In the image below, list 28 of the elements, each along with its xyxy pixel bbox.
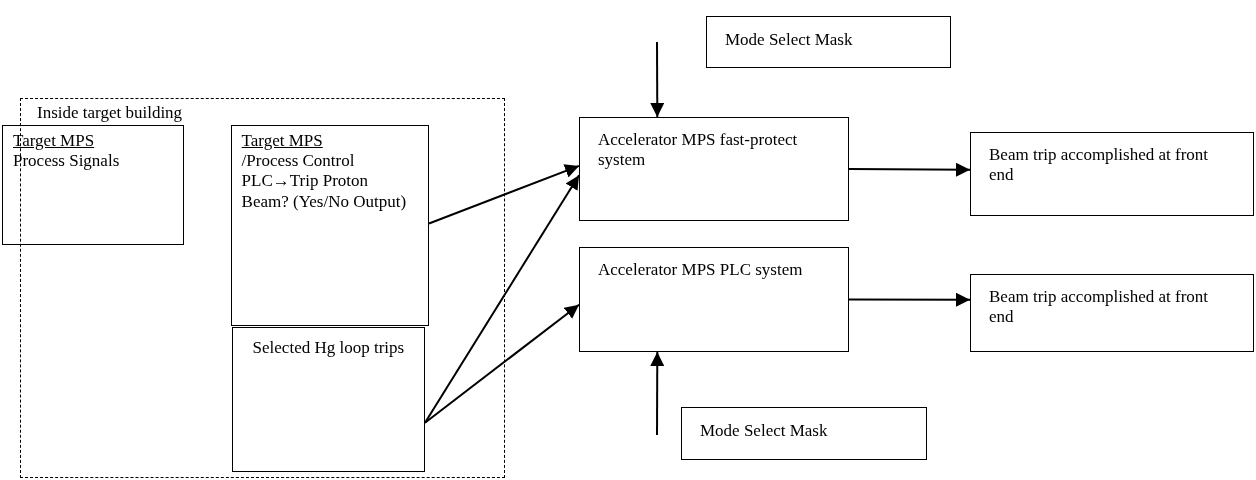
- process-box: [706, 16, 951, 68]
- region-label: Inside target building: [37, 103, 184, 124]
- process-box: [230, 124, 429, 326]
- arrow: [424, 174, 580, 424]
- arrow: [428, 164, 580, 225]
- arrow: [848, 162, 971, 177]
- arrow: [650, 41, 665, 118]
- box-label: Accelerator MPS PLC system: [598, 260, 804, 281]
- box-label: Mode Select Mask: [700, 421, 829, 442]
- arrow: [650, 351, 665, 436]
- arrow: [848, 292, 971, 307]
- box-label: Accelerator MPS fast-protect system: [598, 130, 799, 171]
- heading-text: Target MPS: [13, 131, 96, 152]
- box-label: Mode Select Mask: [725, 30, 854, 51]
- box-label: Beam trip accomplished at front end: [989, 287, 1210, 328]
- process-box: [579, 247, 849, 352]
- box-label: Beam trip accomplished at front end: [989, 145, 1210, 186]
- process-box: [2, 125, 184, 245]
- process-box: [579, 117, 849, 221]
- process-box: [970, 132, 1254, 216]
- box-label: /Process Control PLC→Trip Proton Beam? (Yes/No Output): [241, 151, 408, 213]
- process-box: [970, 274, 1254, 352]
- box-label: Selected Hg loop trips: [252, 337, 406, 358]
- process-box: [681, 407, 927, 460]
- arrow: [424, 303, 580, 424]
- heading-text: Target MPS: [241, 130, 324, 151]
- box-label: Process Signals: [13, 151, 121, 172]
- process-box: [231, 326, 425, 472]
